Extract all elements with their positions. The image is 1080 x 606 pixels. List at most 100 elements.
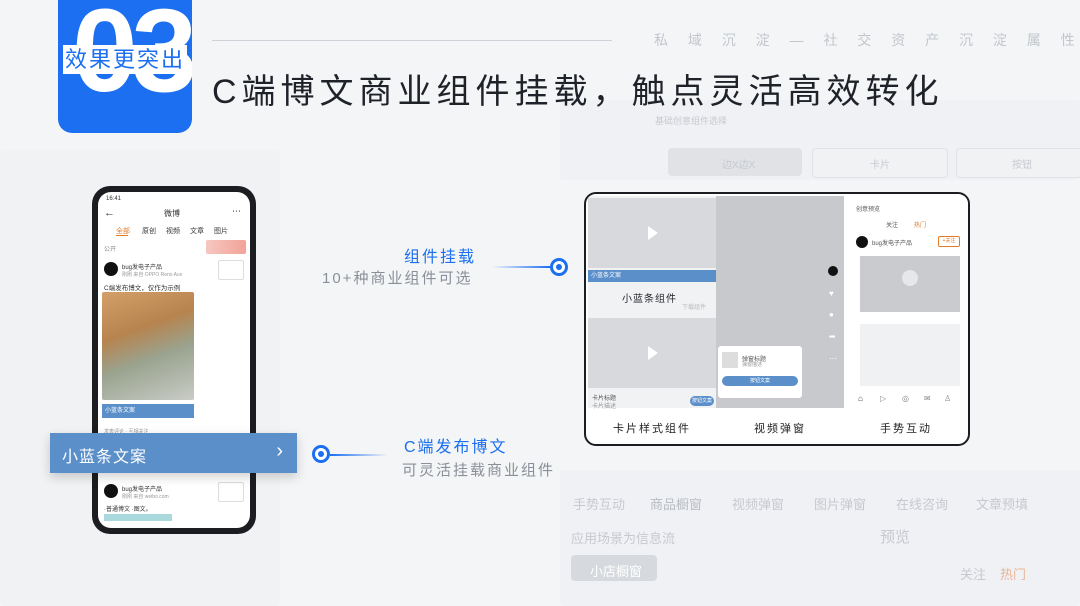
- avatar[interactable]: [856, 236, 868, 248]
- bg-label: 应用场景为信息流: [571, 531, 676, 546]
- nav-title: 微博: [164, 209, 180, 218]
- video-icon[interactable]: ▷: [880, 394, 887, 403]
- blue-strip-preview[interactable]: 小蓝条文案: [588, 270, 716, 282]
- tab-article[interactable]: 文章: [190, 228, 204, 235]
- popup-desc: 弹窗描述: [742, 362, 763, 368]
- post-user: bug发电子产品: [872, 241, 913, 247]
- tab-all[interactable]: 全部: [116, 228, 130, 235]
- bg-option: [812, 148, 948, 178]
- bg-tab: 视频弹窗: [732, 497, 785, 512]
- blue-strip-component-label: 小蓝条组件: [622, 294, 677, 305]
- share-icon[interactable]: ➦: [829, 332, 836, 341]
- bg-option: [956, 148, 1080, 178]
- post-text: C端发布博文，仅作为示例: [104, 285, 181, 292]
- publish-subtitle: 可灵活挂载商业组件: [402, 462, 556, 479]
- tab-indicator: [116, 235, 128, 236]
- bg-label: 边X边X: [722, 160, 756, 171]
- comment-icon[interactable]: ●: [829, 310, 834, 319]
- pointer-dot: [312, 445, 330, 463]
- badge-label: 效果更突出: [62, 45, 187, 74]
- bg-tab: 图片弹窗: [814, 497, 867, 512]
- post-text: ·普通博文 ·图文。: [104, 507, 152, 513]
- component-preview-panel: 小蓝条文案 小蓝条组件 下载组件 卡片标题 卡片描述 按钮文案 卡片样式组件 弹…: [584, 192, 970, 446]
- caption-video-popup: 视频弹窗: [754, 423, 806, 435]
- gesture-preview: 创意预览 关注 热门 bug发电子产品 +关注 ⌂ ▷ ◎ ✉ ♙: [844, 196, 968, 408]
- bg-button: [571, 555, 657, 581]
- card-style-preview: 小蓝条文案 小蓝条组件 下载组件 卡片标题 卡片描述 按钮文案: [588, 196, 716, 410]
- section-subtitle: 私 域 沉 淀 — 社 交 资 产 沉 淀 属 性: [654, 32, 1080, 48]
- creator-avatar[interactable]: [828, 266, 838, 276]
- discover-icon[interactable]: ◎: [902, 394, 909, 403]
- chevron-right-icon: ›: [276, 440, 283, 462]
- bg-label: 小店橱窗: [590, 564, 643, 579]
- card-title: 卡片标题: [592, 396, 617, 402]
- home-icon[interactable]: ⌂: [858, 394, 863, 403]
- gesture-hand-icon: [902, 270, 918, 286]
- mount-title: 组件挂载: [404, 249, 477, 266]
- play-icon: [648, 346, 658, 360]
- more-icon[interactable]: ⋯: [232, 206, 241, 216]
- more-icon[interactable]: ⋯: [829, 354, 837, 363]
- download-label: 下载组件: [682, 305, 707, 311]
- section-number-badge: 03 效果更突出: [58, 0, 192, 133]
- popup-button[interactable]: 按钮文案: [722, 376, 798, 386]
- blue-strip-callout[interactable]: 小蓝条文案 ›: [50, 433, 297, 473]
- tab-image[interactable]: 图片: [214, 228, 228, 235]
- message-icon[interactable]: ✉: [924, 394, 931, 403]
- post-meta: 刚刚 来自 OPPO Reno Ace: [122, 272, 183, 278]
- like-icon[interactable]: ♥: [829, 289, 834, 298]
- bg-tab: 商品橱窗: [650, 497, 703, 512]
- bg-tab: 手势互动: [573, 497, 626, 512]
- follow-button[interactable]: [218, 482, 244, 502]
- bg-tab: 文章预填: [976, 497, 1029, 512]
- background-panel-bottom: [560, 470, 1080, 606]
- caption-card-style: 卡片样式组件: [613, 423, 691, 435]
- popup-title: 弹窗标题: [742, 357, 767, 363]
- post-image-strip: [104, 514, 172, 521]
- bg-label: 预览: [880, 529, 911, 546]
- popup-thumbnail: [722, 352, 738, 368]
- tab-hot[interactable]: 热门: [914, 223, 927, 229]
- tab-video[interactable]: 视频: [166, 228, 180, 235]
- post-meta: 刚刚 来自 weibo.com: [122, 494, 169, 500]
- blue-strip-label: 小蓝条文案: [62, 449, 148, 466]
- bg-label: 按钮: [1012, 160, 1032, 171]
- follow-button[interactable]: +关注: [938, 236, 960, 247]
- play-icon: [648, 226, 658, 240]
- follow-button[interactable]: [218, 260, 244, 280]
- bg-tab: 在线咨询: [896, 497, 949, 512]
- bg-label: 热门: [1000, 567, 1027, 582]
- tab-original[interactable]: 原创: [142, 228, 156, 235]
- visibility-label[interactable]: 公开: [104, 247, 117, 253]
- post-user[interactable]: bug发电子产品: [122, 265, 163, 271]
- tab-follow[interactable]: 关注: [886, 223, 899, 229]
- connector-line: [330, 454, 388, 456]
- bg-label: 关注: [960, 567, 987, 582]
- video-popup-preview: 弹窗标题 弹窗描述 按钮文案 ♥ ● ➦ ⋯: [716, 196, 844, 408]
- post-image[interactable]: [102, 292, 194, 400]
- header-divider: [212, 40, 612, 41]
- phone-screen: 16:41 ← 微博 ⋯ 全部 原创 视频 文章 图片 公开 bug发电子产品 …: [98, 192, 250, 528]
- avatar[interactable]: [104, 262, 118, 276]
- blue-strip-small[interactable]: 小蓝条文案: [102, 404, 194, 418]
- mount-subtitle: 10+种商业组件可选: [322, 270, 473, 287]
- pointer-dot: [550, 258, 568, 276]
- publish-title: C端发布博文: [404, 439, 508, 456]
- page-title: C端博文商业组件挂载，触点灵活高效转化: [212, 73, 944, 111]
- back-icon[interactable]: ←: [104, 207, 115, 219]
- status-time: 16:41: [106, 196, 122, 202]
- connector-line: [492, 266, 550, 268]
- comment-hint[interactable]: 发表评论 · 互相关注: [104, 429, 149, 435]
- card-desc: 卡片描述: [592, 404, 617, 410]
- bg-label: 卡片: [870, 160, 890, 171]
- preview-header: 创意预览: [856, 207, 881, 213]
- bg-label: 基础创意组件选择: [655, 116, 728, 126]
- profile-icon[interactable]: ♙: [944, 394, 952, 403]
- avatar[interactable]: [104, 484, 118, 498]
- post-user[interactable]: bug发电子产品: [122, 487, 163, 493]
- bg-option: [668, 148, 802, 176]
- ad-thumbnail: [206, 240, 246, 254]
- caption-gesture: 手势互动: [880, 423, 932, 435]
- feed-placeholder: [860, 324, 960, 386]
- card-button[interactable]: 按钮文案: [690, 396, 714, 406]
